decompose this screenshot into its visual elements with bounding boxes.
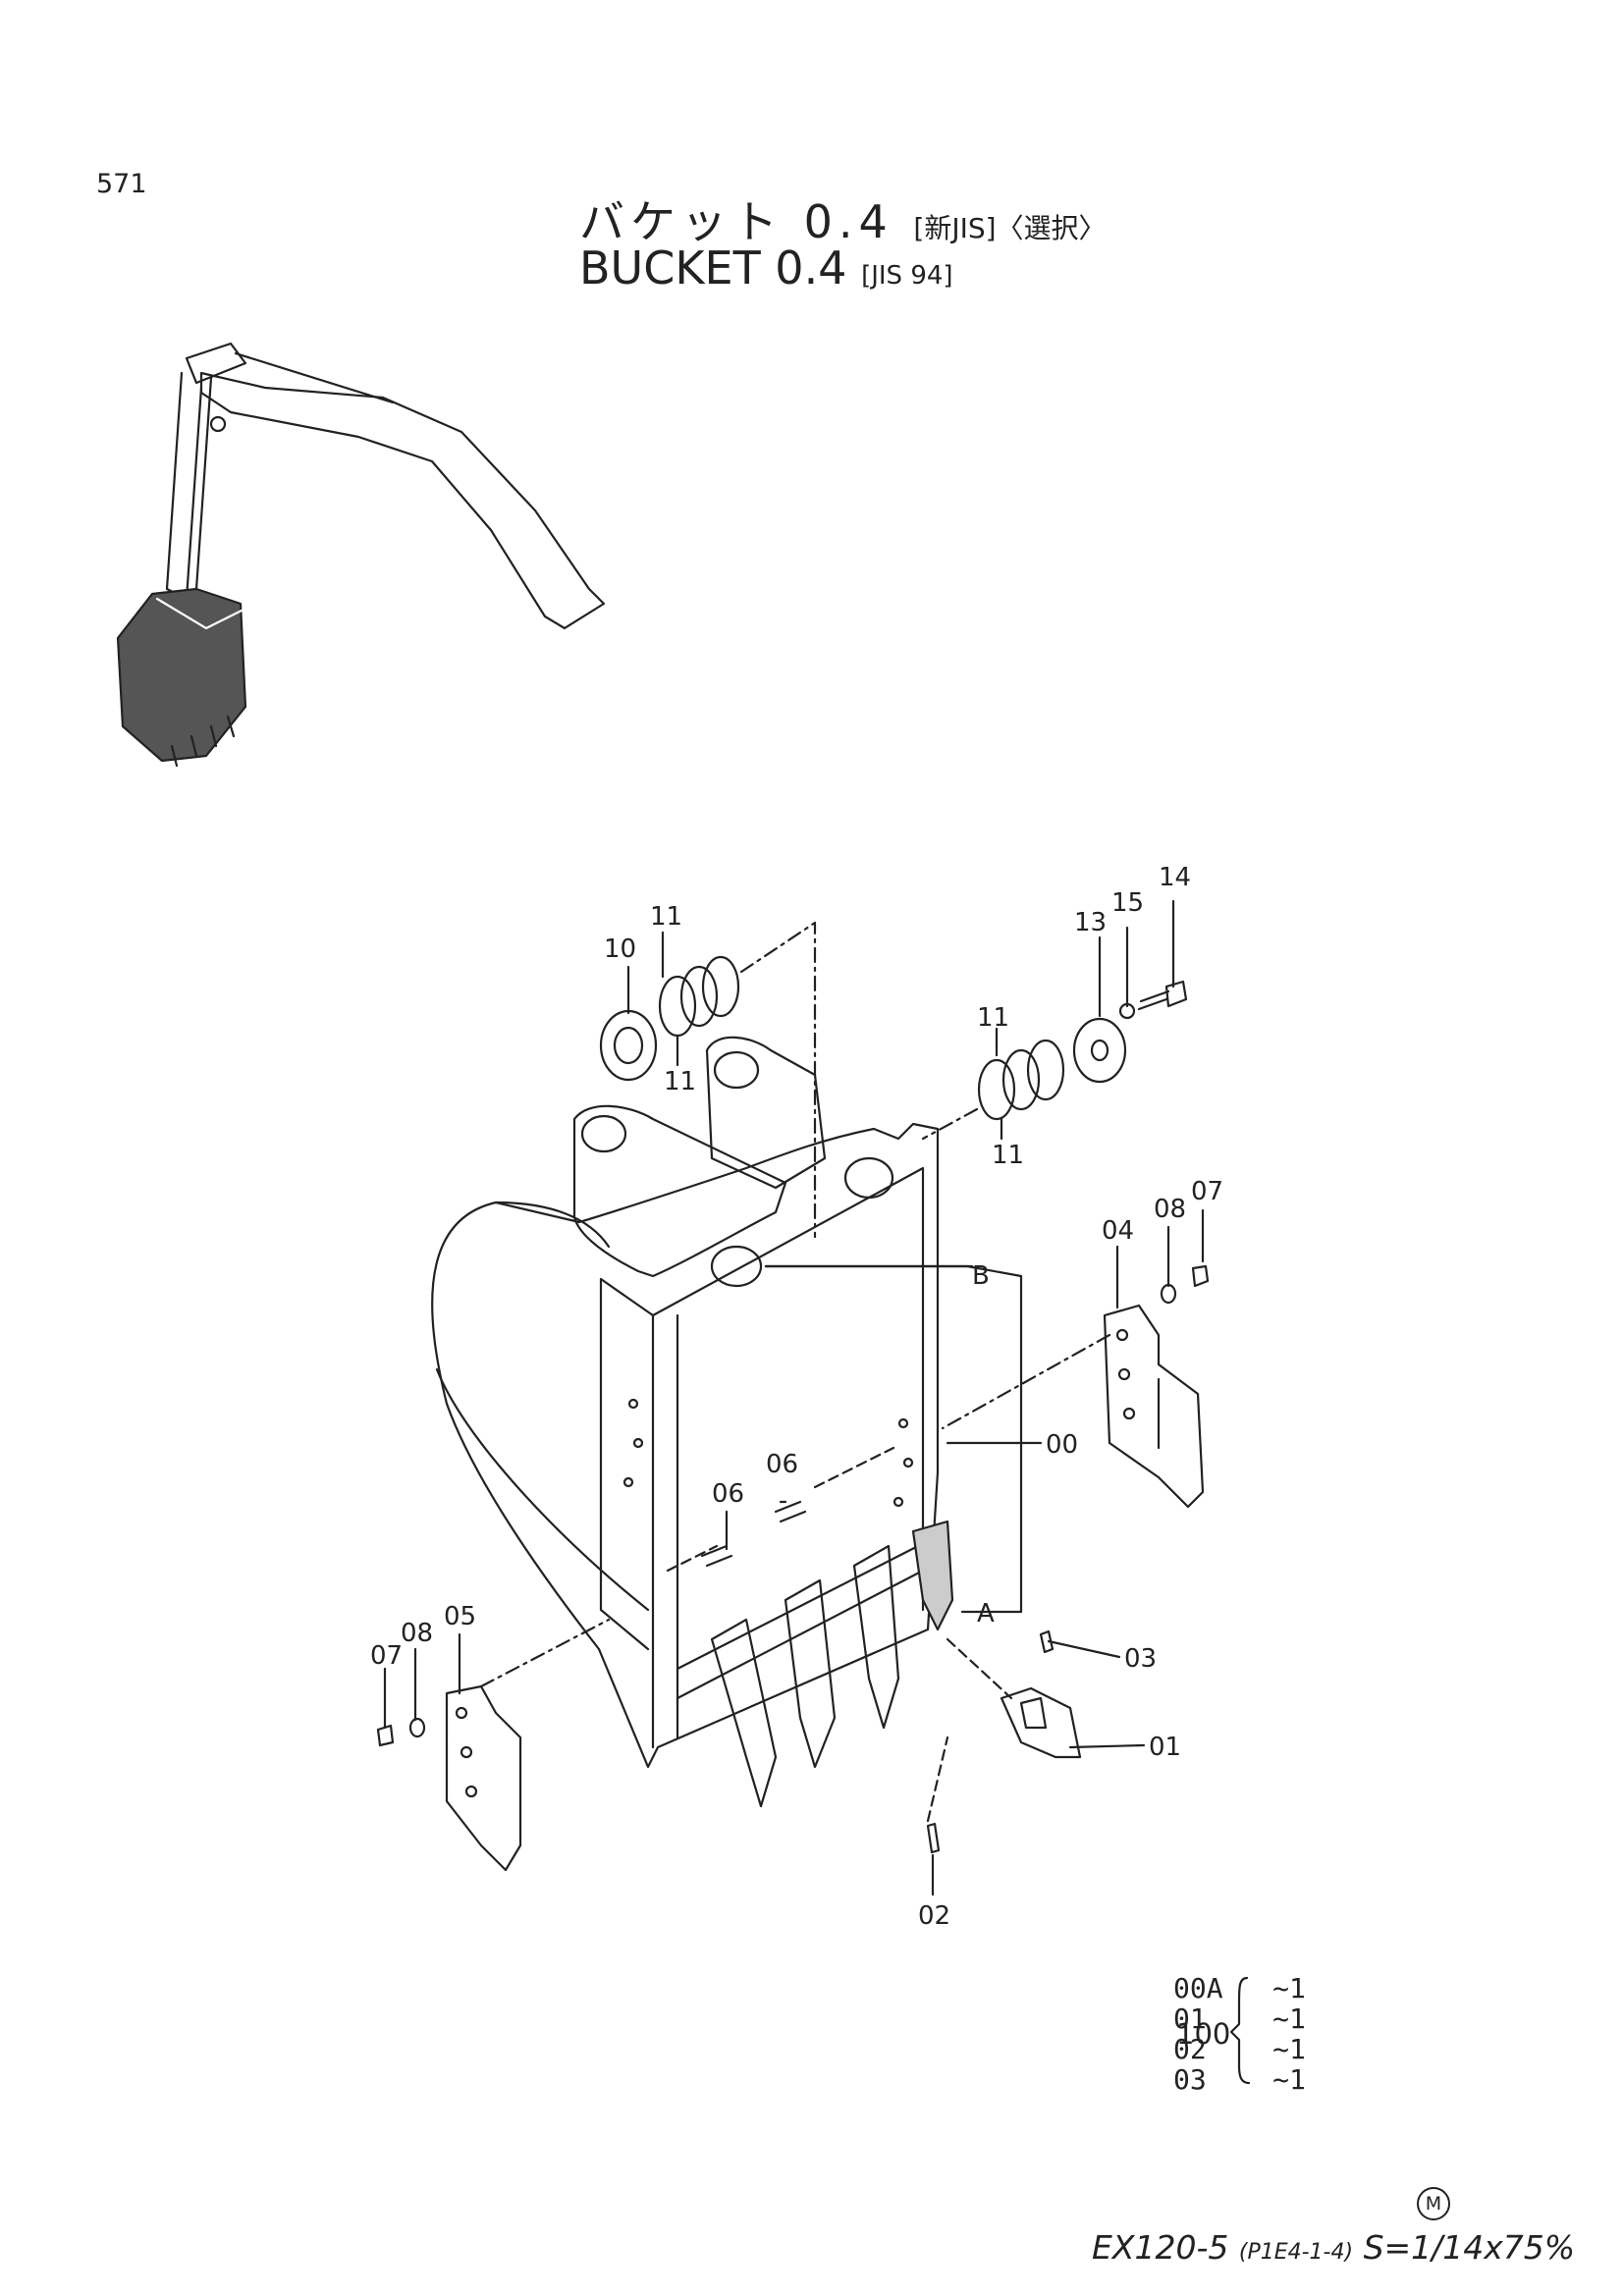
excavator-overview: [116, 342, 606, 768]
bolt-06-right: [774, 1500, 807, 1523]
callout-06-left: 06: [712, 1479, 744, 1509]
shim-set-right: [921, 980, 1188, 1141]
footer-code: (P1E4-1-4): [1238, 2240, 1354, 2265]
side-cutter-left: [376, 1618, 611, 1872]
page-number: 571: [96, 169, 147, 199]
title-japanese: バケット 0.4 [新JIS]〈選択〉: [579, 187, 1107, 251]
callout-10: 10: [604, 934, 636, 964]
shim-set-left: [599, 921, 817, 1239]
side-cutter-right: [941, 1264, 1210, 1509]
title-ja-note: [新JIS]〈選択〉: [913, 212, 1107, 244]
footer-model: EX120-5: [1092, 2228, 1229, 2267]
kit-item: 02 ~1: [1173, 2033, 1306, 2065]
bolt-06-left: [700, 1544, 733, 1568]
footer-mark: M: [1417, 2187, 1450, 2220]
tooth-point-detail: [926, 1629, 1082, 1854]
title-ja-text: バケット 0.4: [579, 195, 893, 248]
title-en-text: BUCKET 0.4: [579, 241, 847, 294]
callout-04: 04: [1102, 1216, 1134, 1246]
callout-00: 00: [1046, 1430, 1078, 1460]
kit-number: 100: [1176, 2017, 1231, 2051]
callout-15: 15: [1111, 888, 1144, 918]
callout-11-bottom: 11: [664, 1067, 696, 1096]
footer: EX120-5 (P1E4-1-4) S=1/14x75%: [1092, 2228, 1575, 2267]
kit-item: 00A ~1: [1173, 1972, 1306, 2004]
callout-02: 02: [918, 1901, 950, 1931]
callout-11-right-bottom: 11: [992, 1141, 1024, 1170]
kit-item: 01 ~1: [1173, 2002, 1306, 2035]
callout-A: A: [977, 1599, 995, 1629]
callout-03: 03: [1124, 1644, 1157, 1674]
callout-05: 05: [444, 1602, 476, 1631]
callout-labels: 14 15 13 11 10 11 11 11 07 08 04 B 00 06…: [370, 863, 1223, 1931]
callout-01: 01: [1149, 1733, 1181, 1762]
footer-scale: S=1/14x75%: [1363, 2228, 1576, 2267]
callout-B: B: [972, 1261, 990, 1291]
title-en-note: [JIS 94]: [861, 261, 953, 291]
title-english: BUCKET 0.4 [JIS 94]: [579, 241, 953, 294]
callout-11-top: 11: [650, 902, 682, 932]
callout-07-left: 07: [370, 1641, 403, 1671]
bucket-body: [431, 1036, 974, 1808]
callout-06-right: 06: [766, 1450, 798, 1479]
callout-14: 14: [1159, 863, 1191, 892]
leader-lines: [383, 899, 1251, 2085]
callout-13: 13: [1074, 908, 1107, 937]
callout-11-right-top: 11: [977, 1003, 1009, 1033]
callout-08-right: 08: [1154, 1195, 1186, 1224]
kit-item: 03 ~1: [1173, 2063, 1306, 2096]
callout-07-right: 07: [1191, 1177, 1223, 1206]
callout-08-left: 08: [401, 1619, 433, 1648]
